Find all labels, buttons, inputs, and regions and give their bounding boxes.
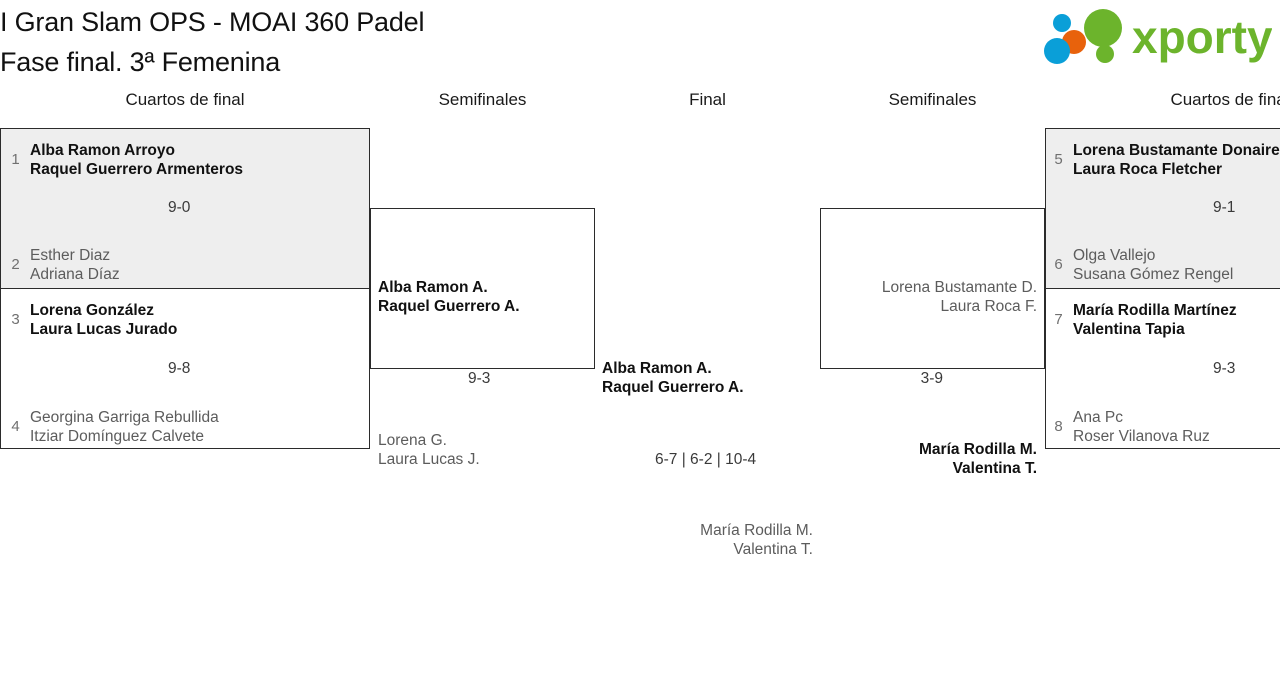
player-name: Alba Ramon Arroyo (30, 142, 175, 159)
round-headers: Cuartos de final Semifinales Final Semif… (0, 88, 1280, 128)
player-name: Alba Ramon A. (602, 360, 712, 377)
round-header-quarterfinals-left: Cuartos de final (125, 90, 245, 109)
player-name: Lorena G. (378, 432, 447, 449)
competitor-semifinal-left-top[interactable]: Alba Ramon A. Raquel Guerrero A. (378, 278, 520, 316)
match-score: 3-9 (920, 370, 943, 387)
player-name: Raquel Guerrero A. (378, 298, 520, 315)
competitor-final-top[interactable]: Alba Ramon A. Raquel Guerrero A. (602, 359, 744, 397)
player-names: Lorena González Laura Lucas Jurado (30, 301, 177, 339)
player-names: Georgina Garriga Rebullida Itziar Domíng… (30, 408, 219, 446)
logo-wordmark: xporty (1132, 11, 1272, 63)
player-names: Esther Diaz Adriana Díaz (30, 246, 120, 284)
player-name: Laura Roca Fletcher (1073, 161, 1223, 178)
seed-number: 2 (11, 256, 20, 273)
player-name: Georgina Garriga Rebullida (30, 409, 219, 426)
match-quarterfinal-right-1[interactable] (1045, 128, 1280, 289)
player-name: Esther Diaz (30, 247, 111, 264)
match-quarterfinal-right-2[interactable] (1045, 288, 1280, 449)
player-names: Alba Ramon A. Raquel Guerrero A. (378, 278, 520, 316)
player-name: Laura Lucas J. (378, 451, 480, 468)
logo-dot-blue-large (1044, 38, 1070, 64)
logo-dots (1044, 9, 1122, 64)
player-names: Lorena Bustamante D. Laura Roca F. (882, 278, 1037, 316)
player-name: Itziar Domínguez Calvete (30, 428, 205, 445)
player-name: Laura Roca F. (940, 298, 1038, 315)
player-names: María Rodilla M. Valentina T. (700, 521, 813, 559)
player-name: Lorena Bustamante D. (881, 279, 1037, 296)
match-semifinal-right[interactable] (820, 208, 1045, 369)
competitor-seed-2[interactable]: 2 Esther Diaz Adriana Díaz (10, 246, 120, 284)
player-names: Ana Pc Roser Vilanova Ruz (1073, 408, 1210, 446)
competitor-seed-8[interactable]: 8 Ana Pc Roser Vilanova Ruz (1053, 408, 1210, 446)
player-name: Alba Ramon A. (378, 279, 488, 296)
seed-number: 8 (1054, 418, 1063, 435)
player-name: Olga Vallejo (1073, 247, 1156, 264)
player-name: Raquel Guerrero Armenteros (30, 161, 244, 178)
match-score-final: 6-7 | 6-2 | 10-4 (655, 451, 757, 468)
seed-number: 4 (11, 418, 20, 435)
seed-number: 7 (1054, 311, 1063, 328)
match-quarterfinal-left-1[interactable] (0, 128, 370, 289)
player-name: Lorena González (30, 302, 155, 319)
round-header-semifinals-left: Semifinales (438, 90, 527, 109)
player-names: Alba Ramon A. Raquel Guerrero A. (602, 359, 744, 397)
player-name: Roser Vilanova Ruz (1073, 428, 1210, 445)
bracket-canvas: 1 Alba Ramon Arroyo Raquel Guerrero Arme… (0, 128, 1280, 697)
round-header-semifinals-right: Semifinales (888, 90, 977, 109)
match-score: 9-1 (1213, 199, 1236, 216)
competitor-final-bottom[interactable]: María Rodilla M. Valentina T. (700, 521, 813, 559)
player-name: María Rodilla M. (919, 441, 1037, 458)
competitor-seed-6[interactable]: 6 Olga Vallejo Susana Gómez Rengel (1053, 246, 1233, 284)
match-score: 9-0 (168, 199, 191, 216)
player-name: Laura Lucas Jurado (30, 321, 178, 338)
player-name: Raquel Guerrero A. (602, 379, 744, 396)
seed-number: 3 (11, 311, 20, 328)
competitor-semifinal-right-top[interactable]: Lorena Bustamante D. Laura Roca F. (882, 278, 1037, 316)
match-semifinal-left[interactable] (370, 208, 595, 369)
player-name: Valentina Tapia (1073, 321, 1185, 338)
competitor-seed-7[interactable]: 7 María Rodilla Martínez Valentina Tapia (1053, 301, 1237, 339)
seed-number: 6 (1054, 256, 1063, 273)
match-final[interactable] (595, 208, 820, 449)
player-name: Adriana Díaz (30, 266, 120, 283)
seed-number: 1 (11, 151, 20, 168)
competitor-seed-1[interactable]: 1 Alba Ramon Arroyo Raquel Guerrero Arme… (10, 141, 243, 179)
match-score: 9-3 (1213, 360, 1236, 377)
match-score: 9-8 (168, 360, 191, 377)
tournament-phase: Fase final. 3ª Femenina (0, 47, 281, 77)
competitor-seed-3[interactable]: 3 Lorena González Laura Lucas Jurado (10, 301, 177, 339)
round-header-final: Final (689, 90, 726, 109)
logo-dot-green-large (1084, 9, 1122, 47)
competitor-seed-5[interactable]: 5 Lorena Bustamante Donaire Laura Roca F… (1053, 141, 1280, 179)
tournament-name: I Gran Slam OPS - MOAI 360 Padel (0, 7, 425, 37)
player-names: María Rodilla M. Valentina T. (919, 440, 1037, 478)
round-header-quarterfinals-right: Cuartos de final (1170, 90, 1280, 109)
player-name: Lorena Bustamante Donaire (1073, 142, 1280, 159)
page-header: I Gran Slam OPS - MOAI 360 Padel Fase fi… (0, 0, 1280, 88)
logo-dot-blue-small (1053, 14, 1071, 32)
seed-number: 5 (1054, 151, 1063, 168)
match-quarterfinal-left-2[interactable] (0, 288, 370, 449)
match-score: 9-3 (468, 370, 491, 387)
player-names: Lorena Bustamante Donaire Laura Roca Fle… (1073, 141, 1280, 179)
player-names: Alba Ramon Arroyo Raquel Guerrero Arment… (30, 141, 243, 179)
competitor-semifinal-right-bottom[interactable]: María Rodilla M. Valentina T. (919, 440, 1037, 478)
player-name: María Rodilla Martínez (1073, 302, 1237, 319)
player-names: María Rodilla Martínez Valentina Tapia (1073, 301, 1237, 339)
competitor-semifinal-left-bottom[interactable]: Lorena G. Laura Lucas J. (378, 431, 480, 469)
player-name: Valentina T. (952, 460, 1037, 477)
player-name: Susana Gómez Rengel (1073, 266, 1234, 283)
xporty-logo[interactable]: xporty (1040, 6, 1272, 64)
player-name: Valentina T. (733, 541, 813, 558)
player-name: Ana Pc (1073, 409, 1123, 426)
player-names: Lorena G. Laura Lucas J. (378, 431, 480, 469)
player-names: Olga Vallejo Susana Gómez Rengel (1073, 246, 1233, 284)
logo-dot-green-small (1096, 45, 1114, 63)
player-name: María Rodilla M. (700, 522, 813, 539)
competitor-seed-4[interactable]: 4 Georgina Garriga Rebullida Itziar Domí… (10, 408, 219, 446)
page-title: I Gran Slam OPS - MOAI 360 Padel Fase fi… (0, 2, 424, 82)
